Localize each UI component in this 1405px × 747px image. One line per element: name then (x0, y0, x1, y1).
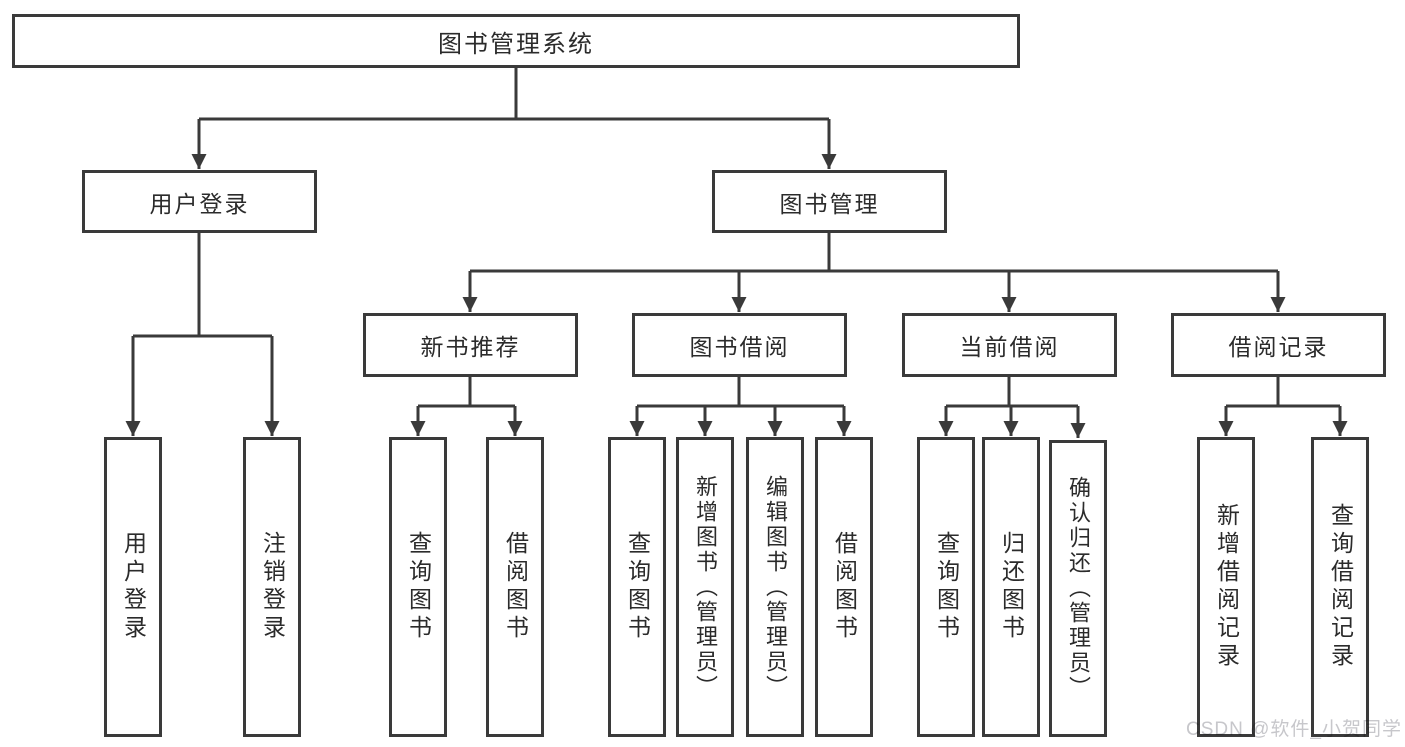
leaf-recommend-query-books-label: 查询图书 (405, 531, 432, 643)
leaf-borrow-query-books: 查询图书 (608, 437, 666, 737)
leaf-recommend-borrow-books: 借阅图书 (486, 437, 544, 737)
leaf-query-borrow-record-label: 查询借阅记录 (1327, 503, 1354, 671)
leaf-add-books-admin-label: 新增图书（管理员） (693, 474, 718, 700)
leaf-confirm-return-admin-label: 确认归还（管理员） (1066, 476, 1091, 701)
node-new-book-recommend: 新书推荐 (363, 313, 578, 377)
leaf-user-login: 用户登录 (104, 437, 162, 737)
leaf-current-query-books: 查询图书 (917, 437, 975, 737)
node-borrow-records-label: 借阅记录 (1228, 334, 1329, 360)
leaf-add-borrow-record-label: 新增借阅记录 (1213, 503, 1240, 671)
leaf-edit-books-admin-label: 编辑图书（管理员） (763, 474, 788, 700)
node-user-login-label: 用户登录 (149, 190, 250, 217)
leaf-borrow-query-books-label: 查询图书 (624, 531, 651, 643)
leaf-borrow-borrow-books-label: 借阅图书 (831, 531, 858, 643)
leaf-return-books: 归还图书 (982, 437, 1040, 737)
node-system-root-label: 图书管理系统 (438, 30, 594, 58)
leaf-logout: 注销登录 (243, 437, 301, 737)
leaf-user-login-label: 用户登录 (120, 531, 147, 643)
leaf-edit-books-admin: 编辑图书（管理员） (746, 437, 804, 737)
node-book-borrow-label: 图书借阅 (689, 334, 790, 360)
node-user-login: 用户登录 (82, 170, 317, 233)
leaf-add-books-admin: 新增图书（管理员） (676, 437, 734, 737)
leaf-confirm-return-admin: 确认归还（管理员） (1049, 440, 1107, 737)
node-book-management-label: 图书管理 (779, 190, 880, 217)
leaf-return-books-label: 归还图书 (998, 531, 1025, 643)
leaf-current-query-books-label: 查询图书 (933, 531, 960, 643)
leaf-query-borrow-record: 查询借阅记录 (1311, 437, 1369, 737)
node-current-borrow-label: 当前借阅 (959, 334, 1060, 360)
leaf-recommend-borrow-books-label: 借阅图书 (502, 531, 529, 643)
node-book-management: 图书管理 (712, 170, 947, 233)
node-new-book-recommend-label: 新书推荐 (420, 334, 521, 360)
leaf-add-borrow-record: 新增借阅记录 (1197, 437, 1255, 737)
node-system-root: 图书管理系统 (12, 14, 1020, 68)
leaf-recommend-query-books: 查询图书 (389, 437, 447, 737)
node-current-borrow: 当前借阅 (902, 313, 1117, 377)
node-book-borrow: 图书借阅 (632, 313, 847, 377)
leaf-logout-label: 注销登录 (259, 531, 286, 643)
node-borrow-records: 借阅记录 (1171, 313, 1386, 377)
leaf-borrow-borrow-books: 借阅图书 (815, 437, 873, 737)
csdn-watermark: CSDN @软件_小贺同学 (1186, 719, 1402, 740)
